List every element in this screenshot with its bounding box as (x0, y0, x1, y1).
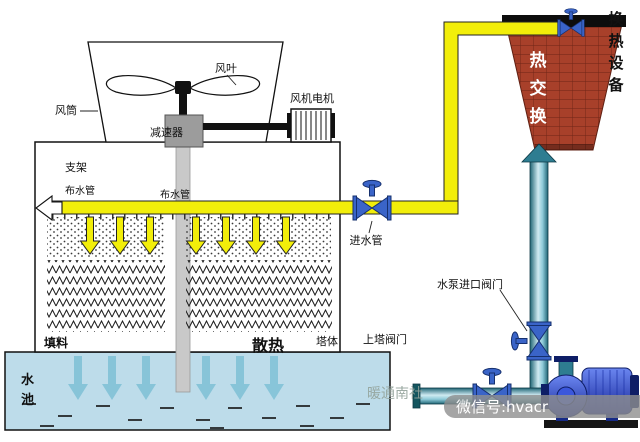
fan-motor-symbol (287, 108, 335, 143)
gear-reducer-box (164, 114, 204, 148)
fan-hub (175, 81, 191, 94)
drive-shaft-link (203, 123, 291, 130)
wechat-watermark-text: 微信号:hvacr (456, 398, 549, 416)
fan-motor-label: 风机电机 (290, 91, 334, 105)
equipment-label-2: 热 (608, 32, 623, 50)
pool-flow-arrows (68, 356, 284, 400)
reducer-label: 减速器 (150, 126, 183, 139)
fan-duct-label: 风筒 (55, 103, 77, 117)
pool-label-1: 水 (21, 372, 35, 388)
heat-dissipation-label: 散热 (252, 336, 284, 355)
support-label: 支架 (65, 161, 87, 174)
pool-ripples (22, 403, 370, 429)
inlet-pipe-label: 进水管 (350, 233, 383, 247)
leader-lines (80, 74, 528, 332)
pipe-end-flange (412, 383, 421, 409)
pool-label-2: 池 (21, 392, 34, 408)
fill-material-label: 填料 (44, 335, 68, 350)
fan-blade-label: 风叶 (215, 62, 237, 75)
up-tower-valve-label: 上塔阀门 (363, 332, 407, 346)
fan-blade-right (188, 74, 261, 96)
brand-watermark: 暖通南社 (367, 386, 423, 402)
heat-exchanger-shade (535, 144, 593, 150)
fan-shaft (179, 93, 187, 117)
tower-body-label: 塔体 (316, 334, 338, 348)
dist-pipe-label-right: 布水管 (160, 188, 190, 201)
pump-inlet-valve-label: 水泵进口阀门 (437, 277, 503, 291)
flow-up-arrowhead (521, 143, 557, 163)
equipment-label-4: 备 (607, 76, 624, 94)
fan-blade-left (105, 74, 178, 96)
fill-material-left (47, 260, 165, 332)
outflow-arrow (35, 194, 63, 222)
water-pool (4, 351, 391, 431)
heat-exchange-label-3: 换 (530, 106, 548, 127)
return-riser-pipe (529, 157, 549, 403)
wechat-watermark-bar (444, 395, 640, 418)
heat-exchange-label-2: 交 (530, 78, 547, 99)
equipment-label-1: 换 (608, 10, 624, 28)
fill-material-right (186, 260, 332, 332)
equipment-label-3: 设 (608, 54, 623, 72)
dist-pipe-label-left: 布水管 (65, 184, 95, 197)
spray-zone-left (47, 217, 165, 257)
heat-exchange-label-1: 热 (530, 50, 547, 71)
